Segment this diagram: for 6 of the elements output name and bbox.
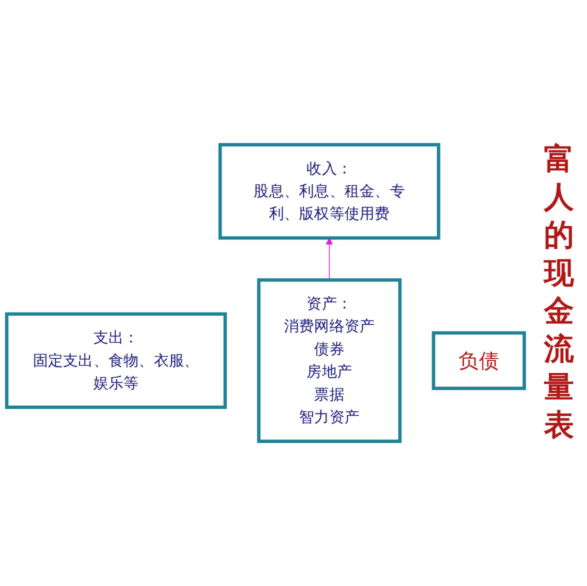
node-box: 负债: [432, 331, 526, 390]
node-box: 收入： 股息、利息、租金、专利、版权等使用费: [218, 143, 440, 240]
diagram-title: 富人的现金流量表: [543, 141, 575, 445]
node-box: 资产： 消费网络资产 债券 房地产 票据 智力资产: [257, 278, 402, 443]
arrow: [326, 238, 334, 280]
node-box: 支出： 固定支出、食物、衣服、娱乐等: [5, 312, 227, 409]
